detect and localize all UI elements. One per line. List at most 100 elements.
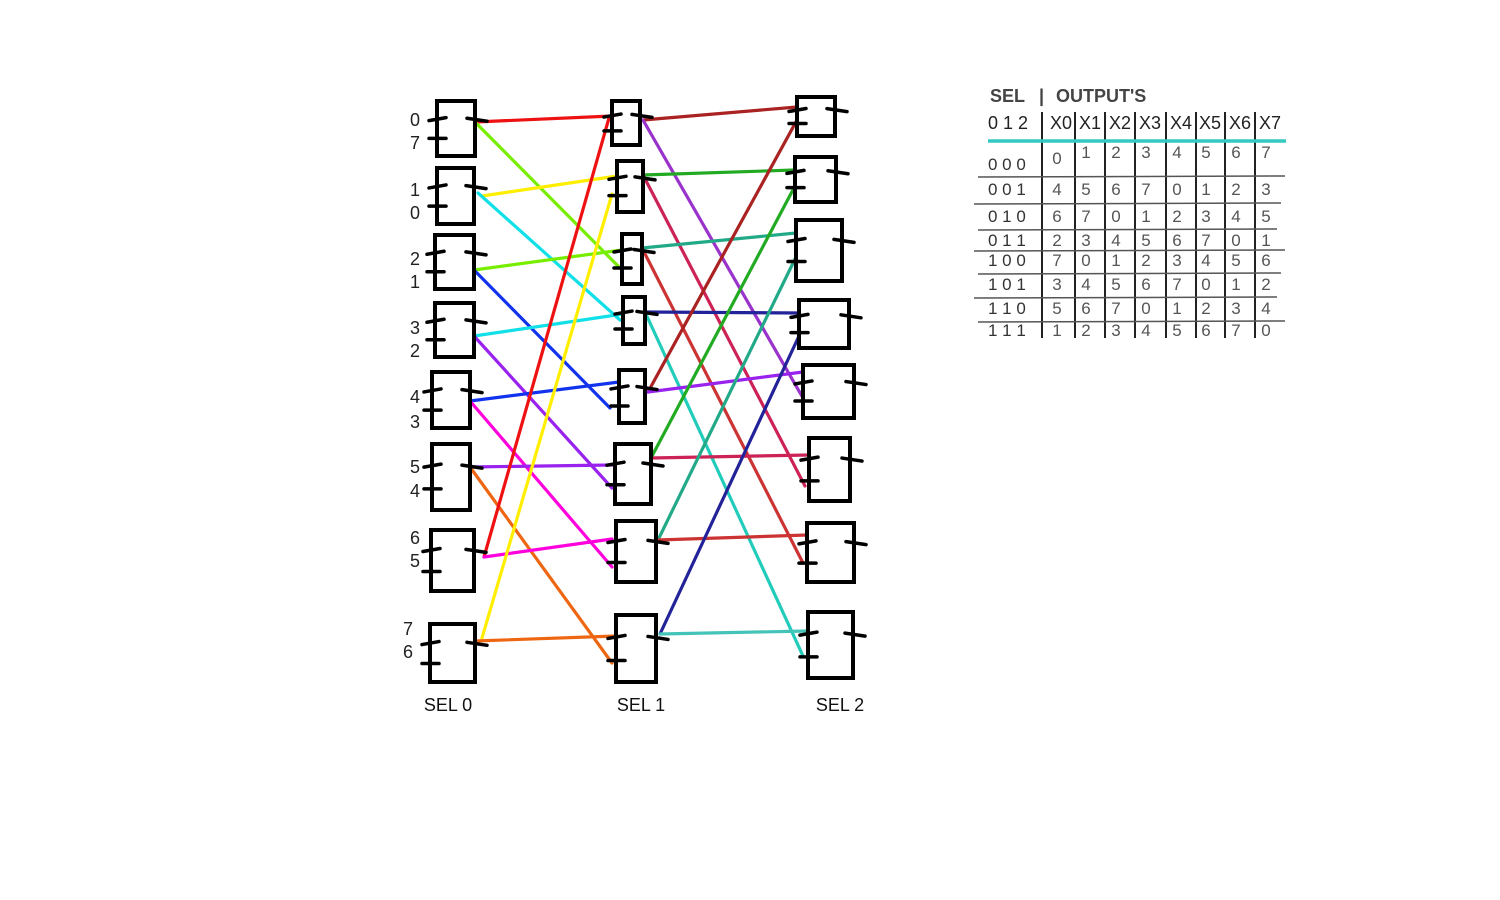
wire-blue bbox=[468, 380, 621, 403]
wire-aqua bbox=[658, 629, 810, 636]
input-label-a: 5 bbox=[410, 457, 420, 477]
input-label-b: 7 bbox=[410, 133, 420, 153]
wire-crimson bbox=[641, 173, 807, 488]
mux-s2-6 bbox=[797, 521, 868, 584]
mux-input-pin bbox=[427, 115, 448, 123]
mux-box bbox=[614, 519, 658, 584]
mux-input-pin bbox=[420, 639, 441, 647]
mux-output-pin bbox=[464, 250, 488, 257]
mux-input-pin bbox=[797, 539, 818, 546]
mux-box bbox=[433, 233, 476, 291]
table-cell: 6 bbox=[1052, 207, 1061, 226]
mux-s0-7 bbox=[420, 622, 489, 684]
mux-output-pin bbox=[635, 384, 659, 392]
wire-crimson bbox=[649, 453, 811, 460]
mux-box bbox=[613, 442, 653, 506]
table-row-rule bbox=[973, 249, 1286, 252]
mux-box bbox=[430, 370, 472, 430]
mux-s0-4 bbox=[422, 370, 484, 430]
mux-output-pin bbox=[460, 387, 484, 395]
table-cell: 0 bbox=[1141, 299, 1150, 318]
wire-green bbox=[649, 184, 797, 460]
table-cell: 2 bbox=[1141, 251, 1150, 270]
table-cell: 5 bbox=[1172, 321, 1181, 340]
mux-input-pin bbox=[605, 460, 626, 467]
mux-output-pin bbox=[844, 539, 868, 547]
wire-brown bbox=[641, 105, 799, 122]
mux-output-pin bbox=[465, 640, 489, 648]
wire-violet bbox=[646, 370, 805, 394]
mux-s2-3 bbox=[789, 298, 863, 350]
table-row-rule bbox=[977, 272, 1282, 275]
mux-input-pin bbox=[785, 168, 806, 176]
table-title-sel: SEL bbox=[990, 86, 1025, 106]
table-cell: 3 bbox=[1052, 275, 1061, 294]
mux-output-pin bbox=[832, 237, 856, 245]
table-cell: 4 bbox=[1172, 143, 1181, 162]
wire-teal bbox=[656, 257, 797, 542]
table-cell: 7 bbox=[1111, 299, 1120, 318]
mux-output-pin bbox=[464, 183, 488, 191]
table-cell: 5 bbox=[1201, 143, 1210, 162]
mux-input-pin bbox=[602, 112, 623, 119]
mux-s1-5 bbox=[605, 442, 665, 506]
table-title-separator: | bbox=[1039, 86, 1044, 106]
wire-violet bbox=[472, 334, 614, 490]
table-cell: 3 bbox=[1111, 321, 1120, 340]
mux-box bbox=[435, 99, 477, 158]
table-cell: 6 bbox=[1261, 251, 1270, 270]
table-cell: 2 bbox=[1261, 275, 1270, 294]
mux-s2-5 bbox=[799, 436, 864, 503]
table-cell: 4 bbox=[1261, 299, 1270, 318]
table-cell: 4 bbox=[1111, 231, 1120, 250]
stage-label: SEL 1 bbox=[617, 695, 665, 715]
mux-input-pin bbox=[422, 462, 443, 469]
mux-layer bbox=[420, 95, 868, 684]
mux-box bbox=[429, 528, 476, 593]
mux-s1-3 bbox=[613, 295, 659, 346]
table-cell: 0 bbox=[1111, 207, 1120, 226]
mux-box bbox=[807, 436, 852, 503]
input-label-b: 5 bbox=[410, 551, 420, 571]
mux-input-pin bbox=[607, 174, 628, 182]
mux-output-pin bbox=[464, 318, 488, 325]
table-cell: 7 bbox=[1081, 207, 1090, 226]
table-cell: 1 bbox=[1052, 321, 1061, 340]
table-cell: 5 bbox=[1261, 207, 1270, 226]
mux-output-pin bbox=[630, 112, 654, 120]
mux-s1-2 bbox=[612, 232, 656, 286]
input-label-a: 7 bbox=[403, 619, 413, 639]
mux-box bbox=[617, 368, 647, 425]
table-row-sel: 0 1 0 bbox=[988, 207, 1026, 226]
table-cell: 6 bbox=[1231, 143, 1240, 162]
input-label-b: 2 bbox=[410, 341, 420, 361]
table-cell: 5 bbox=[1141, 231, 1150, 250]
mux-input-pin bbox=[422, 387, 443, 394]
table-cell: 0 bbox=[1172, 180, 1181, 199]
mux-input-pin bbox=[786, 236, 807, 244]
table-cell: 2 bbox=[1111, 143, 1120, 162]
table-cell: 0 bbox=[1231, 231, 1240, 250]
wire-red bbox=[482, 116, 611, 559]
wire-lime bbox=[472, 248, 624, 272]
table-cell: 3 bbox=[1261, 180, 1270, 199]
mux-input-pin bbox=[789, 312, 810, 320]
wire-purple bbox=[641, 118, 805, 400]
table-cell: 4 bbox=[1231, 207, 1240, 226]
table-output-header: X6 bbox=[1229, 113, 1251, 133]
mux-box bbox=[797, 298, 851, 350]
mux-box bbox=[801, 363, 856, 420]
mux-input-pin bbox=[793, 379, 814, 386]
table-sel-header: 0 1 2 bbox=[988, 113, 1028, 133]
input-label-a: 6 bbox=[410, 528, 420, 548]
table-cell: 0 bbox=[1201, 275, 1210, 294]
table-cell: 6 bbox=[1201, 321, 1210, 340]
mux-s0-1 bbox=[427, 166, 488, 226]
mux-box bbox=[621, 295, 647, 346]
wire-magenta bbox=[482, 537, 614, 559]
table-title-outputs: OUTPUT'S bbox=[1056, 86, 1146, 106]
mux-output-pin bbox=[633, 175, 657, 182]
table-cell: 2 bbox=[1231, 180, 1240, 199]
